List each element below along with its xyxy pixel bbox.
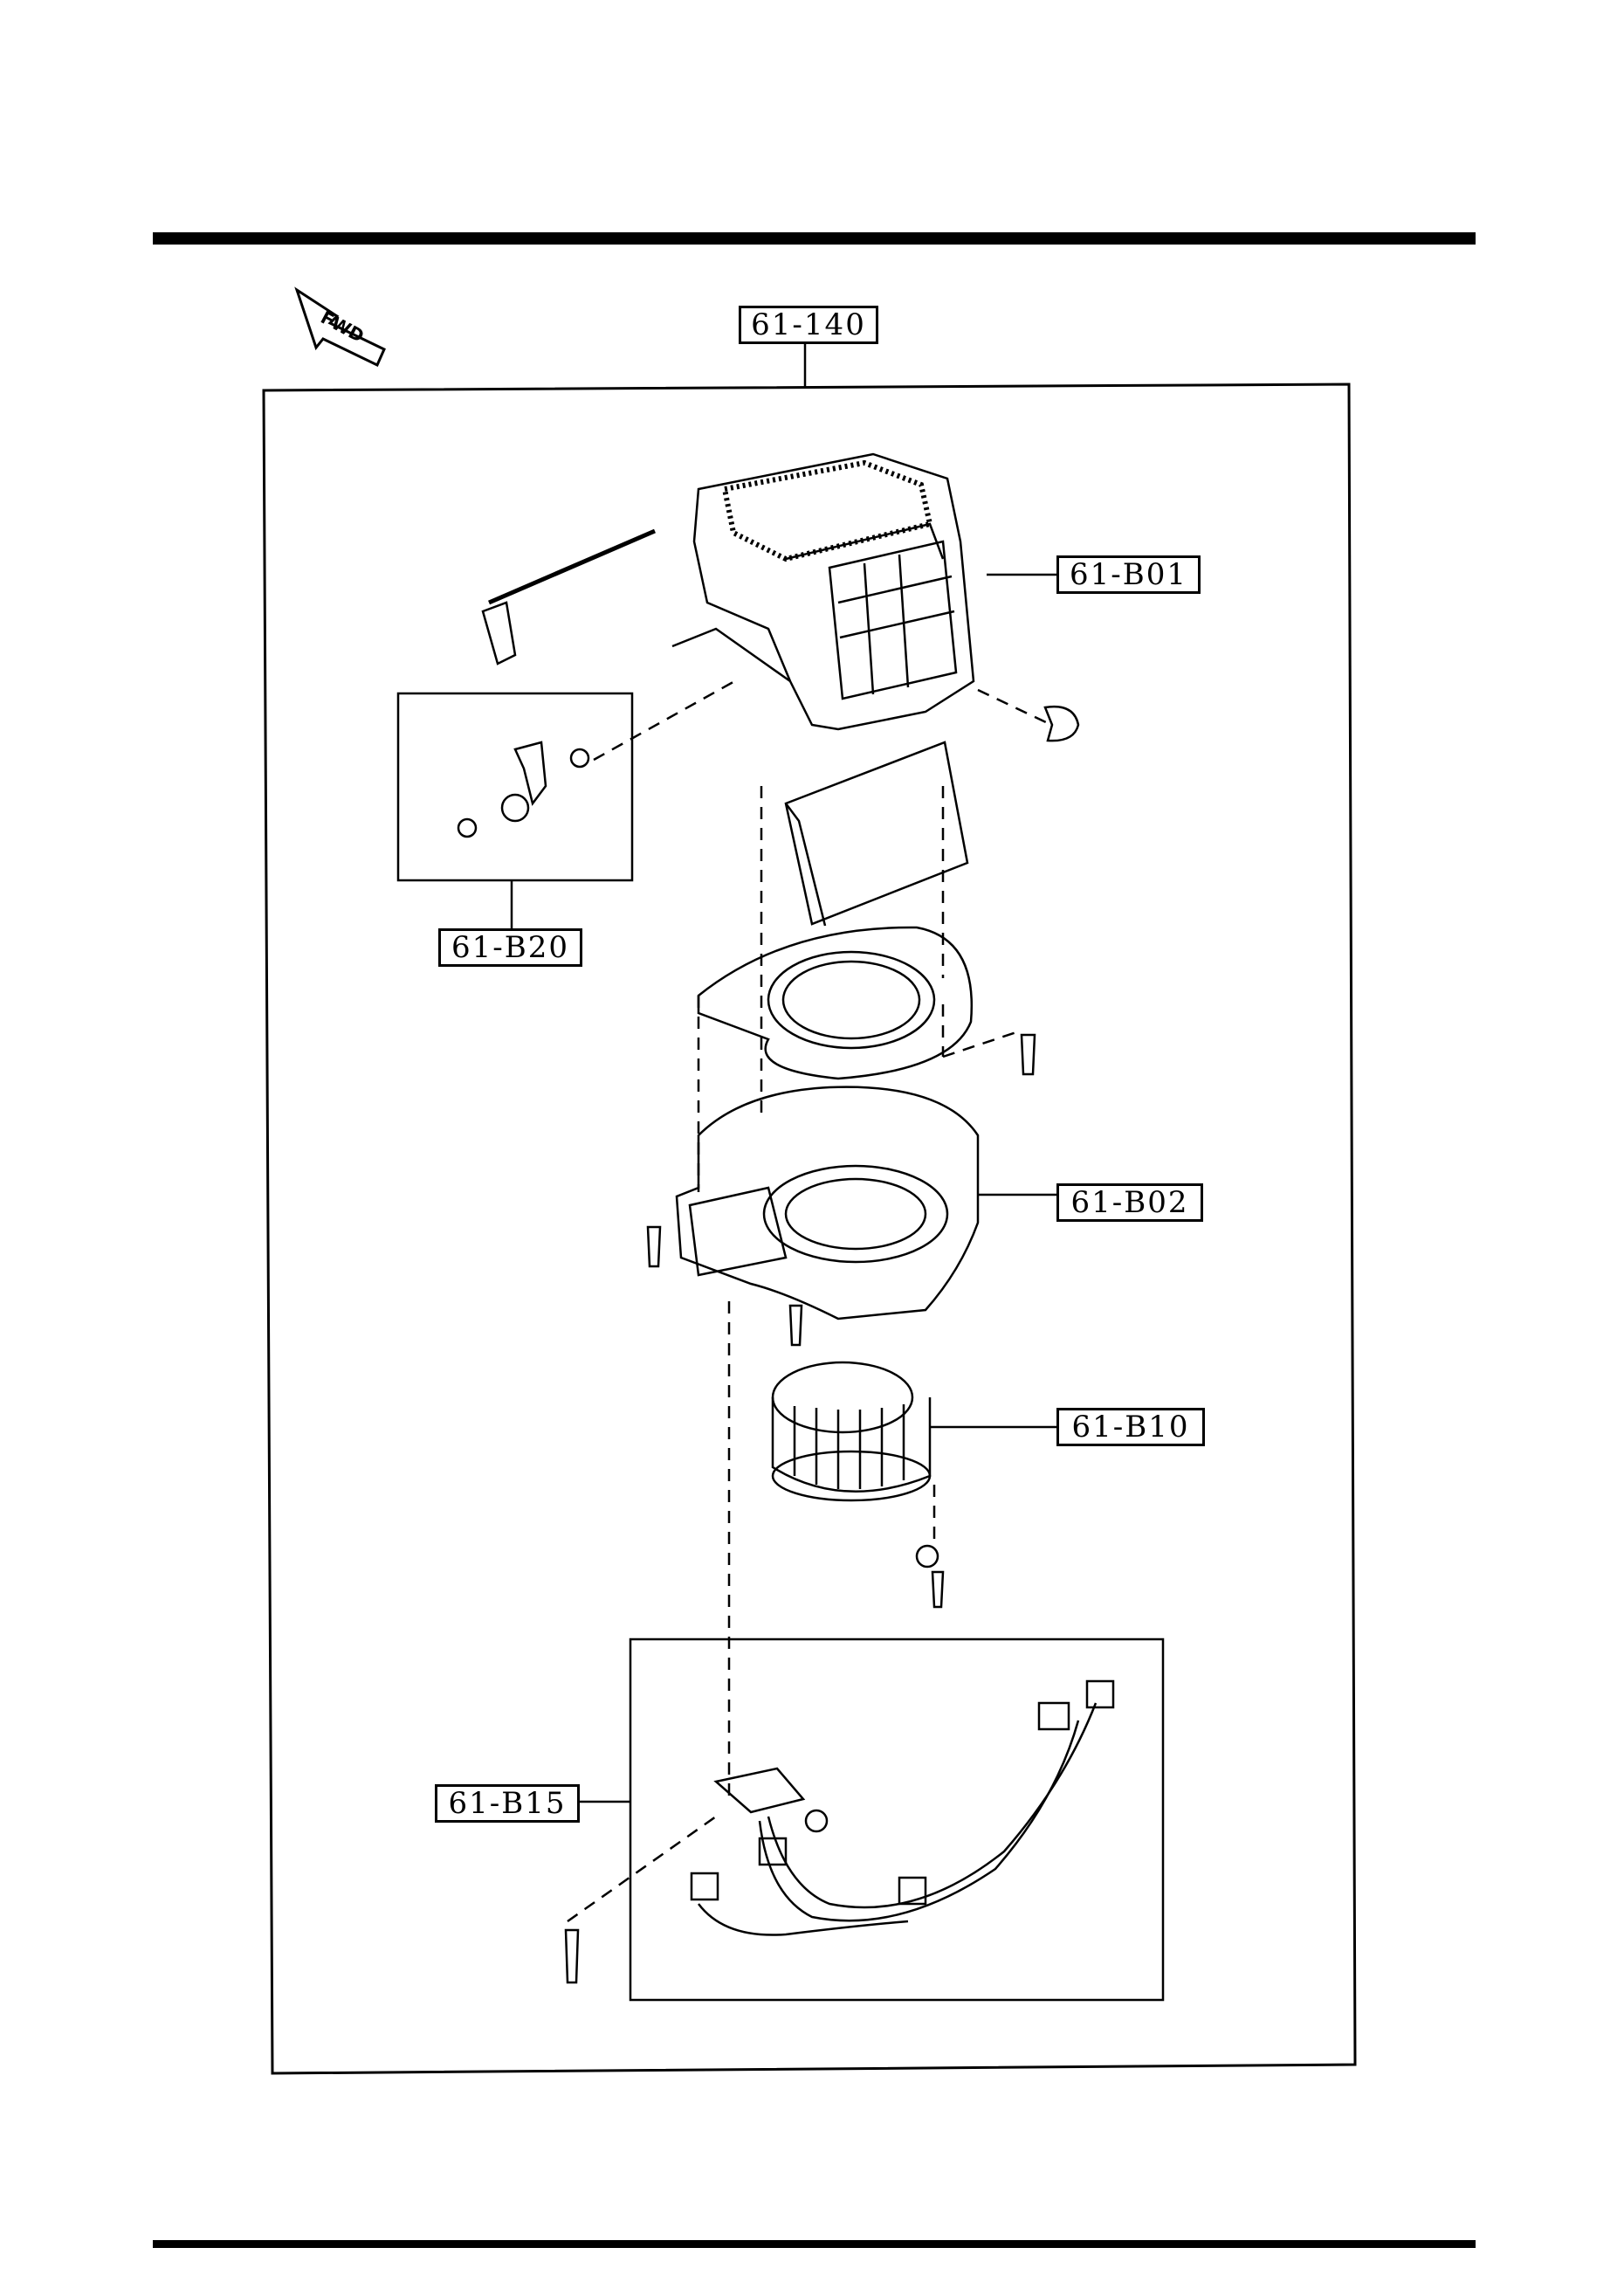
callout-blower-case: 61-B02 [1056,1183,1203,1222]
callout-bracket-kit: 61-B20 [438,928,582,967]
blower-case-screw-icon [646,1225,803,1347]
blower-fan-drawing [771,1361,1056,1502]
callout-resistor-harness: 61-B15 [435,1784,580,1823]
resistor-harness-frame [629,1638,1165,2002]
callout-assembly: 61-140 [739,306,878,344]
fan-clip-icon [915,1544,945,1609]
bottom-rule [153,2240,1476,2248]
top-rule [153,232,1476,245]
gasket-plate-drawing [697,926,974,1080]
wiring-harness-drawing [690,1679,1115,1936]
harness-screw-icon [564,1928,580,1984]
bracket-kit-parts-icon [457,741,590,838]
assembly-guide-lines [567,678,1049,1923]
blower-case-drawing [675,1086,1056,1320]
assembly-frame [262,383,1357,2075]
plate-screw-icon [1020,1033,1036,1076]
intake-case-fastener-clip [1043,705,1080,742]
callout-intake-case: 61-B01 [1056,555,1201,594]
air-filter-drawing [784,741,969,927]
bracket-kit-frame [396,692,634,882]
callout-blower-fan: 61-B10 [1056,1408,1205,1446]
intake-case-drawing [481,452,1056,731]
fwd-arrow-icon [294,286,386,368]
